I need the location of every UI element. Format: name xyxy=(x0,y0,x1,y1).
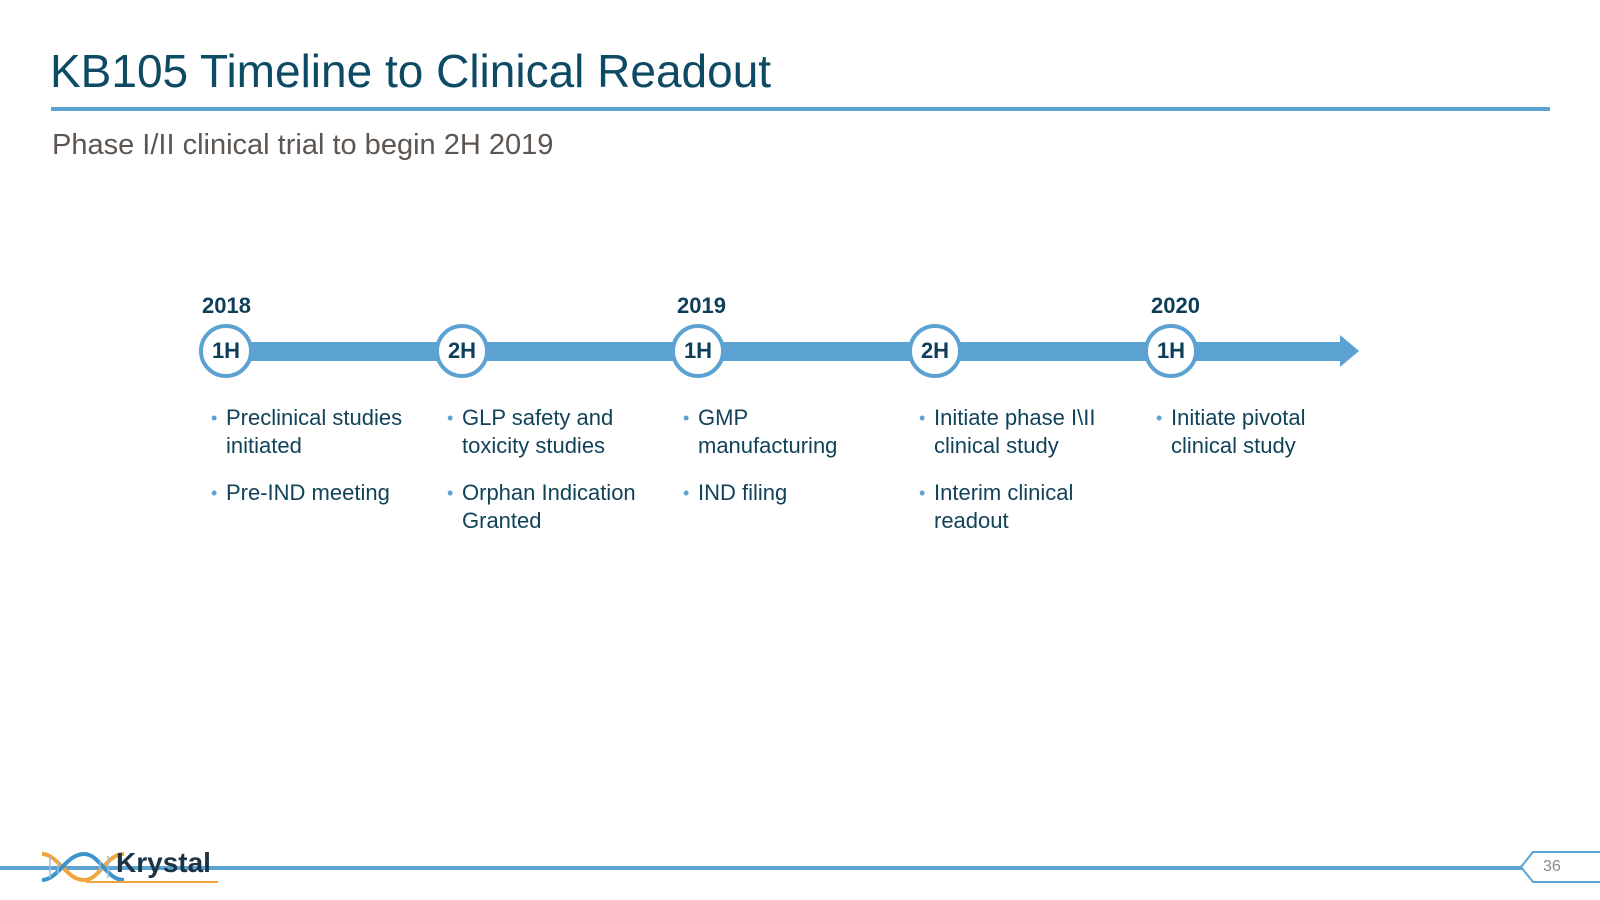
milestone-list-2019-2h: • Initiate phase I\II clinical study • Int… xyxy=(919,404,1115,554)
year-label-2020: 2020 xyxy=(1151,293,1200,318)
footer-divider xyxy=(0,866,1535,870)
krystal-logo-mark xyxy=(41,851,125,883)
milestone-list-2018-2h: • GLP safety and toxicity studies • Orphan… xyxy=(447,404,679,554)
bullet-icon: • xyxy=(447,483,454,503)
milestone-text: Preclinical studies initiated xyxy=(226,405,403,458)
page-title: KB105 Timeline to Clinical Readout xyxy=(50,45,772,97)
milestone-text: GMP manufacturing xyxy=(698,405,838,458)
milestone-list-2018-1h: • Preclinical studies initiated • Pre-IND … xyxy=(211,404,443,526)
logo-underline xyxy=(86,881,218,883)
list-item: • Preclinical studies initiated xyxy=(211,404,443,460)
list-item: • GLP safety and toxicity studies xyxy=(447,404,679,460)
milestone-text: IND filing xyxy=(698,480,788,505)
bullet-icon: • xyxy=(919,483,926,503)
list-item: • Initiate pivotal clinical study xyxy=(1156,404,1356,460)
page-subtitle: Phase I/II clinical trial to begin 2H 20… xyxy=(52,129,554,161)
logo-wordmark: Krystal xyxy=(116,847,211,878)
bullet-icon: • xyxy=(1156,408,1163,428)
bullet-icon: • xyxy=(211,408,218,428)
bullet-icon: • xyxy=(447,408,454,428)
timeline-node-2019-1h: 1H xyxy=(671,324,725,378)
year-label-2018: 2018 xyxy=(202,293,251,318)
bullet-icon: • xyxy=(683,408,690,428)
bullet-icon: • xyxy=(919,408,926,428)
title-divider xyxy=(51,107,1550,111)
milestone-text: Orphan Indication Granted xyxy=(462,480,636,533)
timeline-node-2020-1h: 1H xyxy=(1144,324,1198,378)
timeline-node-2019-2h: 2H xyxy=(908,324,962,378)
list-item: • GMP manufacturing xyxy=(683,404,873,460)
page-number-tab xyxy=(1519,851,1600,883)
timeline-node-2018-2h: 2H xyxy=(435,324,489,378)
bullet-icon: • xyxy=(211,483,218,503)
milestone-list-2020-1h: • Initiate pivotal clinical study xyxy=(1156,404,1356,479)
timeline-arrow-head xyxy=(1340,335,1359,367)
year-label-2019: 2019 xyxy=(677,293,726,318)
list-item: • Initiate phase I\II clinical study xyxy=(919,404,1115,460)
timeline-node-2018-1h: 1H xyxy=(199,324,253,378)
page-number: 36 xyxy=(1543,858,1561,875)
list-item: • Orphan Indication Granted xyxy=(447,479,679,535)
milestone-text: Initiate phase I\II clinical study xyxy=(934,405,1096,458)
list-item: • IND filing xyxy=(683,479,873,507)
milestone-text: Initiate pivotal clinical study xyxy=(1171,405,1306,458)
milestone-text: Pre-IND meeting xyxy=(226,480,390,505)
milestone-list-2019-1h: • GMP manufacturing • IND filing xyxy=(683,404,873,526)
list-item: • Pre-IND meeting xyxy=(211,479,443,507)
timeline-bar xyxy=(230,342,1344,361)
milestone-text: GLP safety and toxicity studies xyxy=(462,405,614,458)
bullet-icon: • xyxy=(683,483,690,503)
list-item: • Interim clinical readout xyxy=(919,479,1115,535)
milestone-text: Interim clinical readout xyxy=(934,480,1074,533)
